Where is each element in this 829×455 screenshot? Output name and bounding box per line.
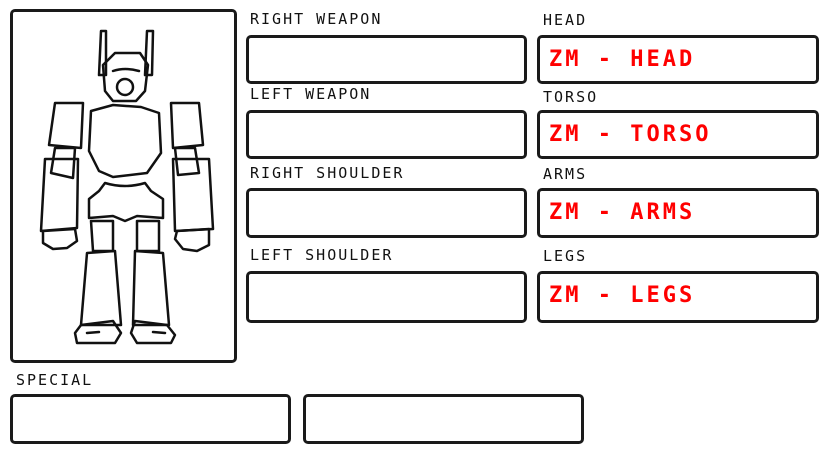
left-shoulder-slot[interactable] <box>246 271 527 323</box>
special-slot-2[interactable] <box>303 394 584 444</box>
legs-label: LEGS <box>543 247 588 265</box>
head-value: ZM - HEAD <box>549 47 696 72</box>
torso-slot[interactable]: ZM - TORSO <box>537 110 819 159</box>
legs-slot[interactable]: ZM - LEGS <box>537 271 819 323</box>
right-shoulder-label: RIGHT SHOULDER <box>250 164 405 182</box>
torso-label: TORSO <box>543 88 599 106</box>
robot-icon <box>39 29 215 345</box>
left-weapon-slot[interactable] <box>246 110 527 159</box>
legs-value: ZM - LEGS <box>549 283 696 308</box>
arms-value: ZM - ARMS <box>549 200 696 225</box>
head-label: HEAD <box>543 11 588 29</box>
arms-slot[interactable]: ZM - ARMS <box>537 188 819 238</box>
special-slot-1[interactable] <box>10 394 291 444</box>
left-shoulder-label: LEFT SHOULDER <box>250 246 394 264</box>
special-label: SPECIAL <box>16 371 94 389</box>
torso-value: ZM - TORSO <box>549 122 712 147</box>
head-slot[interactable]: ZM - HEAD <box>537 35 819 84</box>
right-weapon-slot[interactable] <box>246 35 527 84</box>
arms-label: ARMS <box>543 165 588 183</box>
right-weapon-label: RIGHT WEAPON <box>250 10 383 28</box>
right-shoulder-slot[interactable] <box>246 188 527 238</box>
left-weapon-label: LEFT WEAPON <box>250 85 372 103</box>
robot-portrait <box>10 9 237 363</box>
